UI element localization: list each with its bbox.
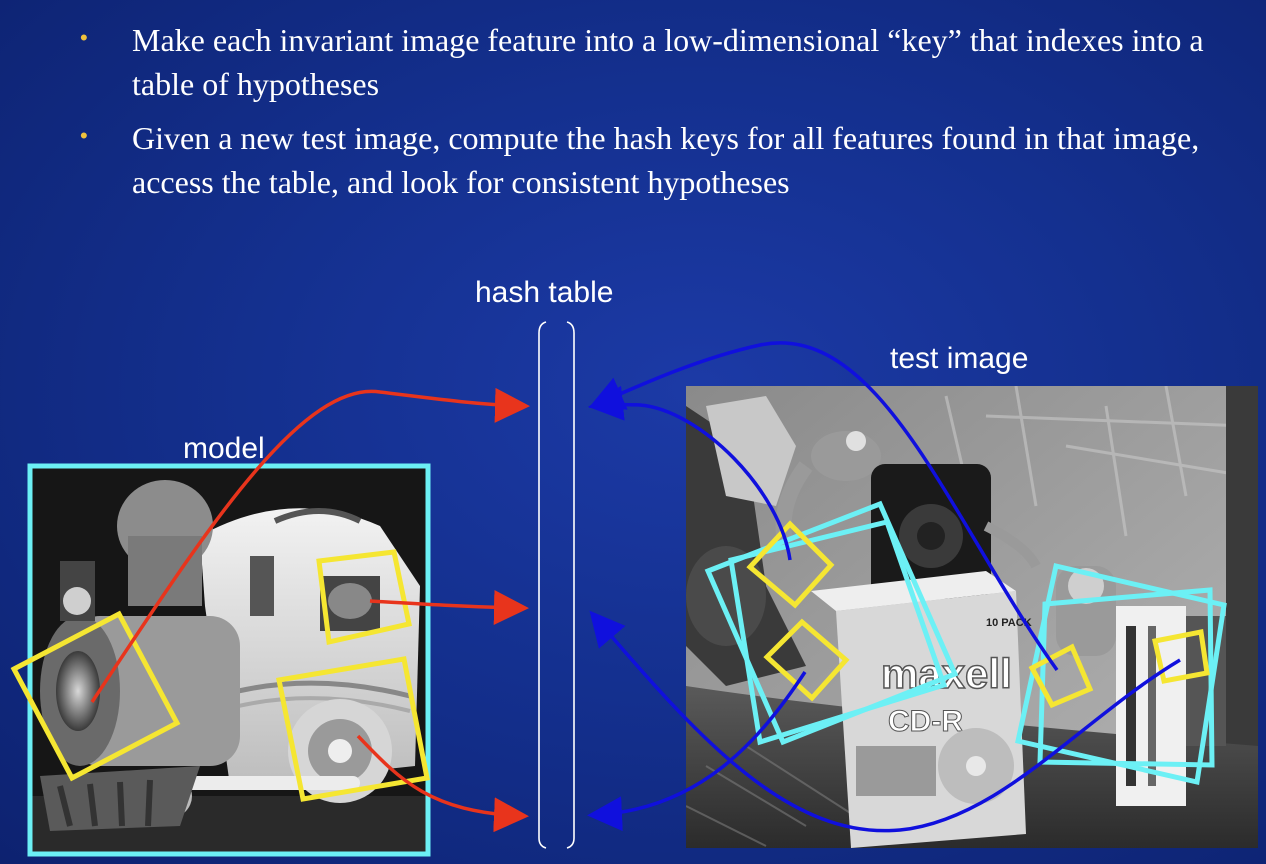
model-frame [27, 463, 431, 857]
model-train-picture [30, 466, 428, 854]
bullet-text-1: Make each invariant image feature into a… [132, 22, 1204, 102]
test-image-label: test image [890, 342, 1029, 375]
test-scene-picture: maxell CD-R 10 PACK [686, 386, 1258, 848]
hash-table-bracket [538, 321, 575, 849]
test-product-text: CD-R [888, 705, 963, 738]
test-image: maxell CD-R 10 PACK [686, 386, 1258, 848]
model-feature-box-3 [276, 656, 430, 802]
test-arrow-2 [588, 341, 1059, 672]
bullet-marker: • [80, 123, 88, 148]
bullet-marker: • [80, 25, 88, 50]
hash-table-label: hash table [475, 276, 614, 309]
test-arrow-4 [589, 610, 1181, 833]
bullet-text-2: Given a new test image, compute the hash… [132, 120, 1200, 200]
model-arrow-1 [90, 387, 530, 703]
test-object-frame-4 [1037, 587, 1215, 768]
test-feature-box-4 [1151, 629, 1210, 684]
model-feature-box-2 [316, 549, 412, 646]
test-arrow-1 [588, 385, 792, 561]
model-label: model [183, 432, 265, 465]
test-object-frame-1 [704, 500, 959, 746]
test-feature-box-3 [1028, 643, 1094, 709]
test-pack-text: 10 PACK [986, 617, 1032, 629]
test-feature-box-2 [763, 618, 850, 702]
test-arrow-3 [587, 671, 807, 832]
model-feature-box-1 [10, 610, 181, 782]
model-arrow-3 [356, 734, 529, 833]
test-feature-box-1 [746, 520, 835, 609]
model-arrow-2 [369, 589, 529, 625]
test-object-frame-2 [728, 519, 948, 746]
